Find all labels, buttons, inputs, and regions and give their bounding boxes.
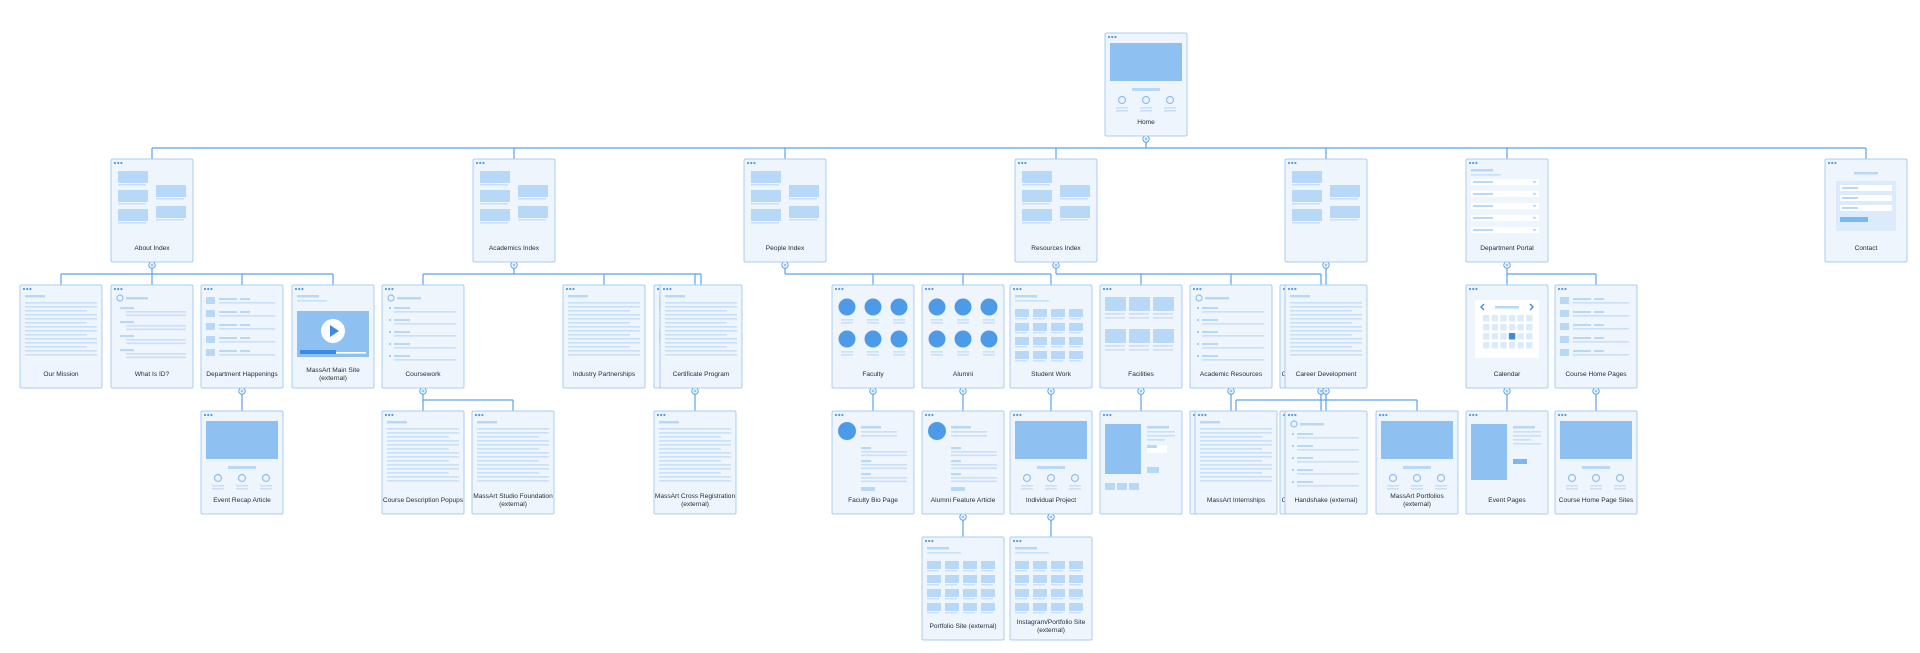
career-development-label: Career Development — [1296, 371, 1357, 378]
portfolio-site-label: Portfolio Site (external) — [929, 623, 996, 630]
alumni-node: Alumni — [921, 284, 1005, 389]
faculty-bio-page-node: Faculty Bio Page — [831, 410, 915, 515]
course-description-popups-node: Course Description Popups — [381, 410, 465, 515]
contact-label: Contact — [1855, 245, 1878, 252]
connector — [1055, 265, 1321, 275]
our-mission-node: Our Mission — [19, 284, 103, 389]
course-home-page-sites-node: Course Home Page Sites — [1554, 410, 1638, 515]
massart-portfolios-label: MassArt Portfolios(external) — [1390, 493, 1444, 508]
people-index-node: People Index — [743, 158, 827, 263]
massart-main-site-node: MassArt Main Site(external) — [291, 284, 375, 389]
department-happenings-node: Department Happenings — [200, 284, 284, 389]
massart-portfolios-node: MassArt Portfolios(external) — [1375, 410, 1459, 515]
massart-studio-foundation-node: MassArt Studio Foundation(external) — [471, 410, 555, 515]
alumni-feature-article-node: Alumni Feature Article — [921, 410, 1005, 515]
instagram-portfolio-site-node: Instagram/Portfolio Site(external) — [1009, 536, 1093, 641]
massart-internships-node: MassArt Internships — [1194, 410, 1278, 515]
connector — [61, 265, 333, 275]
calendar-node: Calendar — [1465, 284, 1549, 389]
student-work-label: Student Work — [1031, 371, 1072, 378]
individual-project-label: Individual Project — [1026, 497, 1076, 504]
handshake-label: Handshake (external) — [1294, 497, 1357, 504]
handshake-node: Handshake (external) — [1284, 410, 1368, 515]
calendar-label: Calendar — [1494, 371, 1522, 378]
page-frame — [1554, 284, 1638, 389]
coursework-node: Coursework — [381, 284, 465, 389]
event-recap-article-label: Event Recap Article — [213, 497, 271, 504]
massart-cross-registration-node: MassArt Cross Registration(external) — [653, 410, 737, 515]
event-recap-article-node: Event Recap Article — [200, 410, 284, 515]
department-happenings-label: Department Happenings — [206, 371, 278, 378]
massart-studio-foundation-label: MassArt Studio Foundation(external) — [473, 493, 553, 508]
academics-index-node: Academics Index — [472, 158, 556, 263]
what-is-id-label: What Is ID? — [135, 371, 170, 378]
people-index-label: People Index — [766, 245, 805, 252]
facilities-label: Facilities — [1128, 371, 1154, 378]
academic-resources-label: Academic Resources — [1200, 371, 1263, 378]
course-home-pages-label: Course Home Pages — [1565, 371, 1627, 378]
about-index-node: About Index — [110, 158, 194, 263]
career-development-node: Career Development — [1284, 284, 1368, 389]
industry-partnerships-label: Industry Partnerships — [573, 371, 636, 378]
home-node: Home — [1104, 32, 1188, 137]
facility-detail-node — [1099, 410, 1183, 515]
unlabeled-index-node — [1284, 158, 1368, 263]
what-is-id-node: What Is ID? — [110, 284, 194, 389]
faculty-node: Faculty — [831, 284, 915, 389]
industry-partnerships-node: Industry Partnerships — [562, 284, 646, 389]
resources-index-node: Resources Index — [1014, 158, 1098, 263]
alumni-label: Alumni — [953, 371, 974, 378]
department-portal-node: Department Portal — [1465, 158, 1549, 263]
resources-index-label: Resources Index — [1031, 245, 1081, 252]
academics-index-label: Academics Index — [489, 245, 540, 252]
department-portal-label: Department Portal — [1480, 245, 1534, 252]
coursework-label: Coursework — [405, 371, 441, 378]
academic-resources-node: Academic Resources — [1189, 284, 1273, 389]
facilities-node: Facilities — [1099, 284, 1183, 389]
course-description-popups-label: Course Description Popups — [383, 497, 464, 504]
event-pages-label: Event Pages — [1488, 497, 1526, 504]
individual-project-node: Individual Project — [1009, 410, 1093, 515]
course-home-pages-node: Course Home Pages — [1554, 284, 1638, 389]
massart-main-site-label: MassArt Main Site(external) — [306, 367, 360, 382]
certificate-program-node: Certificate Program — [659, 284, 743, 389]
connector — [152, 139, 1866, 149]
page-frame — [200, 284, 284, 389]
about-index-label: About Index — [134, 245, 170, 252]
connector — [422, 391, 513, 401]
instagram-portfolio-site-label: Instagram/Portfolio Site(external) — [1017, 619, 1086, 634]
massart-internships-label: MassArt Internships — [1207, 497, 1266, 504]
course-home-page-sites-label: Course Home Page Sites — [1559, 497, 1634, 504]
alumni-feature-article-label: Alumni Feature Article — [931, 497, 996, 504]
connector — [423, 265, 701, 275]
student-work-node: Student Work — [1009, 284, 1093, 389]
contact-node: Contact — [1824, 158, 1908, 263]
our-mission-label: Our Mission — [43, 371, 79, 378]
massart-cross-registration-label: MassArt Cross Registration(external) — [655, 493, 736, 508]
certificate-program-label: Certificate Program — [673, 371, 730, 378]
page-frame — [110, 284, 194, 389]
connector — [1506, 265, 1596, 275]
portfolio-site-node: Portfolio Site (external) — [921, 536, 1005, 641]
faculty-bio-page-label: Faculty Bio Page — [848, 497, 898, 504]
connector — [784, 265, 1051, 275]
faculty-label: Faculty — [862, 371, 884, 378]
event-pages-node: Event Pages — [1465, 410, 1549, 515]
home-label: Home — [1137, 119, 1155, 126]
connector-lines — [60, 135, 1867, 537]
